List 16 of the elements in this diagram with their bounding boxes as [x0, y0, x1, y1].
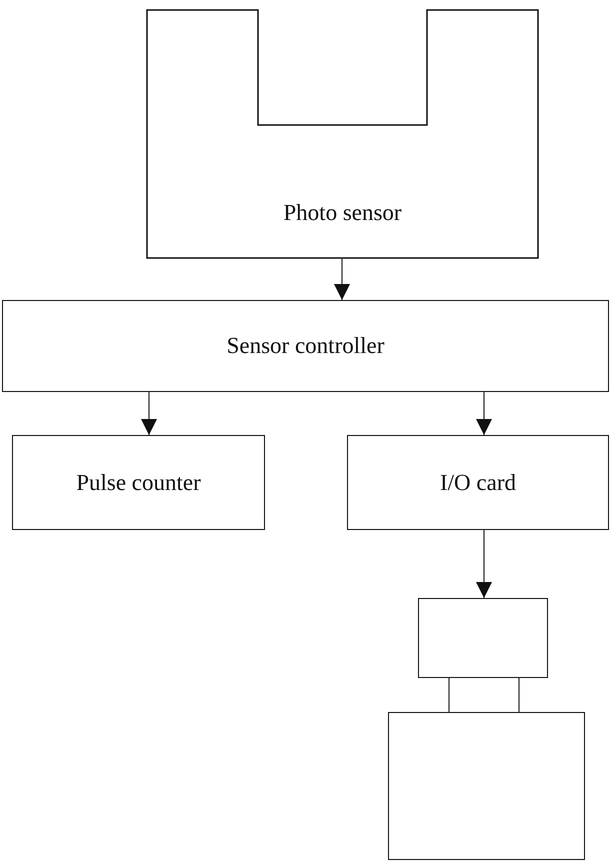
arrow: [334, 258, 350, 300]
u-shaped-sensor: [146, 9, 539, 259]
process-box: [12, 435, 265, 530]
arrow: [476, 530, 492, 598]
node-label: Sensor controller: [226, 333, 386, 359]
process-box: [347, 435, 609, 530]
arrow: [141, 392, 157, 435]
process-box: [2, 300, 609, 392]
node-label: I/O card: [439, 470, 517, 496]
arrow: [476, 392, 492, 435]
node-label: Pulse counter: [75, 470, 202, 496]
computer-box: [418, 598, 548, 678]
connector-line: [518, 678, 520, 712]
node-label: Photo sensor: [282, 200, 403, 226]
computer-box: [388, 712, 585, 860]
connector-line: [448, 678, 450, 712]
